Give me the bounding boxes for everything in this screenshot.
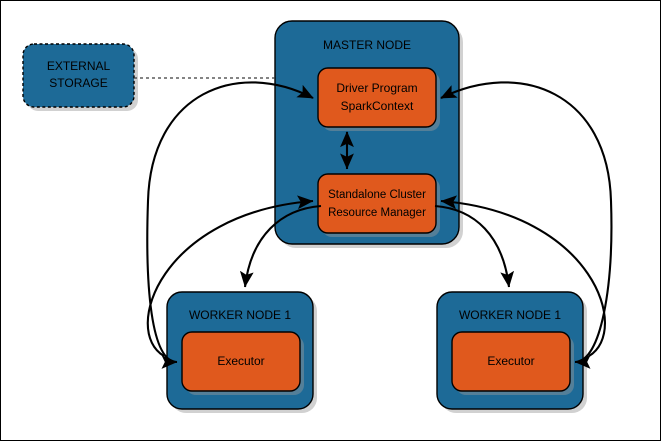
worker-1-to-cluster-manager-arrow	[146, 195, 314, 357]
cluster-resource-manager-line2: Resource Manager	[328, 207, 426, 219]
worker-2-to-cluster-manager-arrow	[440, 195, 606, 357]
master-node-title: MASTER NODE	[323, 38, 411, 52]
driver-to-worker-1-executor-arrow	[146, 81, 314, 369]
driver-program-line2: SparkContext	[341, 99, 414, 113]
worker-node-2-title: WORKER NODE 1	[459, 308, 561, 322]
worker-node-1-title: WORKER NODE 1	[189, 308, 291, 322]
external-storage[interactable]: EXTERNAL STORAGE	[22, 43, 138, 111]
worker-2-executor-to-driver-arrow	[440, 81, 613, 369]
worker-node-2-executor-label: Executor	[487, 354, 534, 368]
cluster-resource-manager-body	[317, 173, 437, 234]
worker-node-1-executor-label: Executor	[217, 354, 264, 368]
cluster-resource-manager-line1: Standalone Cluster	[328, 189, 426, 201]
external-storage-body	[22, 43, 135, 108]
cluster-resource-manager[interactable]: Standalone Cluster Resource Manager	[317, 173, 440, 237]
external-storage-label-line2: STORAGE	[49, 76, 107, 90]
driver-program-body	[317, 67, 437, 128]
driver-program[interactable]: Driver Program SparkContext	[317, 67, 440, 131]
external-storage-label-line1: EXTERNAL	[47, 59, 111, 73]
worker-node-2[interactable]: WORKER NODE 1 Executor	[436, 291, 587, 413]
driver-program-line1: Driver Program	[336, 81, 417, 95]
worker-node-1[interactable]: WORKER NODE 1 Executor	[166, 291, 317, 413]
